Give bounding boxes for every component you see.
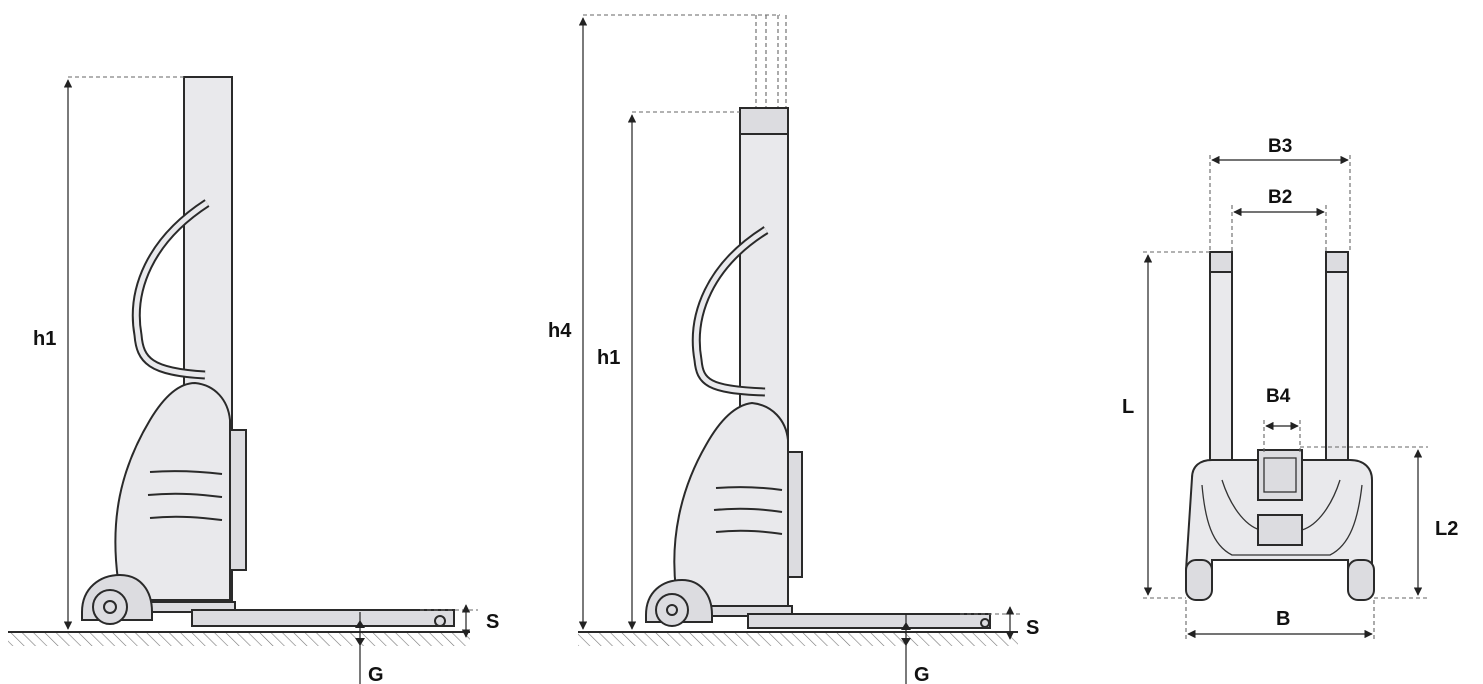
g-arrow-up-left — [355, 620, 365, 628]
mast-detail-top — [1263, 457, 1297, 493]
g-arrow-down-left — [355, 638, 365, 646]
label-s-mid: S — [1026, 617, 1039, 639]
control-panel-top — [1257, 514, 1303, 546]
handle-left-inner — [133, 200, 209, 378]
side-view-left: h1 S G — [8, 76, 499, 684]
label-b4: B4 — [1266, 386, 1291, 407]
vent-2-mid — [713, 507, 783, 513]
label-b3: B3 — [1268, 136, 1292, 157]
g-arrow-up-mid — [901, 622, 911, 630]
label-h1-left: h1 — [33, 328, 56, 350]
top-view: B3 B2 B4 L L2 B — [1122, 136, 1458, 640]
label-l: L — [1122, 396, 1134, 418]
fork-left — [191, 609, 455, 627]
label-h1-mid: h1 — [597, 347, 620, 369]
side-view-right: h4 h1 S G — [548, 14, 1039, 684]
drive-wheel-hub-mid — [666, 604, 678, 616]
drive-wheel-mid — [655, 593, 689, 627]
fork-mid — [747, 613, 991, 629]
label-h4: h4 — [548, 320, 572, 342]
label-g-mid: G — [914, 664, 930, 684]
drive-wheel-left — [92, 589, 128, 625]
fork-left-tip — [1209, 251, 1233, 273]
vent-1-left — [149, 470, 223, 475]
battery-box-left — [229, 429, 247, 571]
chassis-inner-curve — [1201, 484, 1363, 556]
battery-box-mid — [787, 451, 803, 578]
ground-mid — [578, 632, 1018, 646]
label-g-left: G — [368, 664, 384, 684]
g-arrow-down-mid — [901, 638, 911, 646]
label-b2: B2 — [1268, 187, 1292, 208]
label-b: B — [1276, 608, 1290, 630]
mast-cap-mid — [739, 107, 789, 135]
fork-right-top — [1325, 251, 1349, 469]
vent-2-left — [147, 492, 223, 498]
label-l2: L2 — [1435, 518, 1458, 540]
drive-wheel-left-top — [1185, 559, 1213, 601]
drive-wheel-hub-left — [103, 600, 117, 614]
vent-3-left — [149, 515, 223, 521]
label-s-left: S — [486, 611, 499, 633]
chassis-inner-curve-2 — [1221, 479, 1341, 531]
drive-wheel-right-top — [1347, 559, 1375, 601]
fork-left-top — [1209, 251, 1233, 469]
vent-3-mid — [715, 529, 783, 535]
fork-roller-mid — [980, 618, 990, 628]
fork-right-tip — [1325, 251, 1349, 273]
ground-left — [8, 632, 470, 646]
fork-roller-left — [434, 615, 446, 627]
vent-1-mid — [715, 486, 783, 491]
handle-mid-inner — [693, 227, 768, 395]
body-shell-mid — [673, 401, 789, 609]
body-shell-left — [114, 381, 231, 601]
